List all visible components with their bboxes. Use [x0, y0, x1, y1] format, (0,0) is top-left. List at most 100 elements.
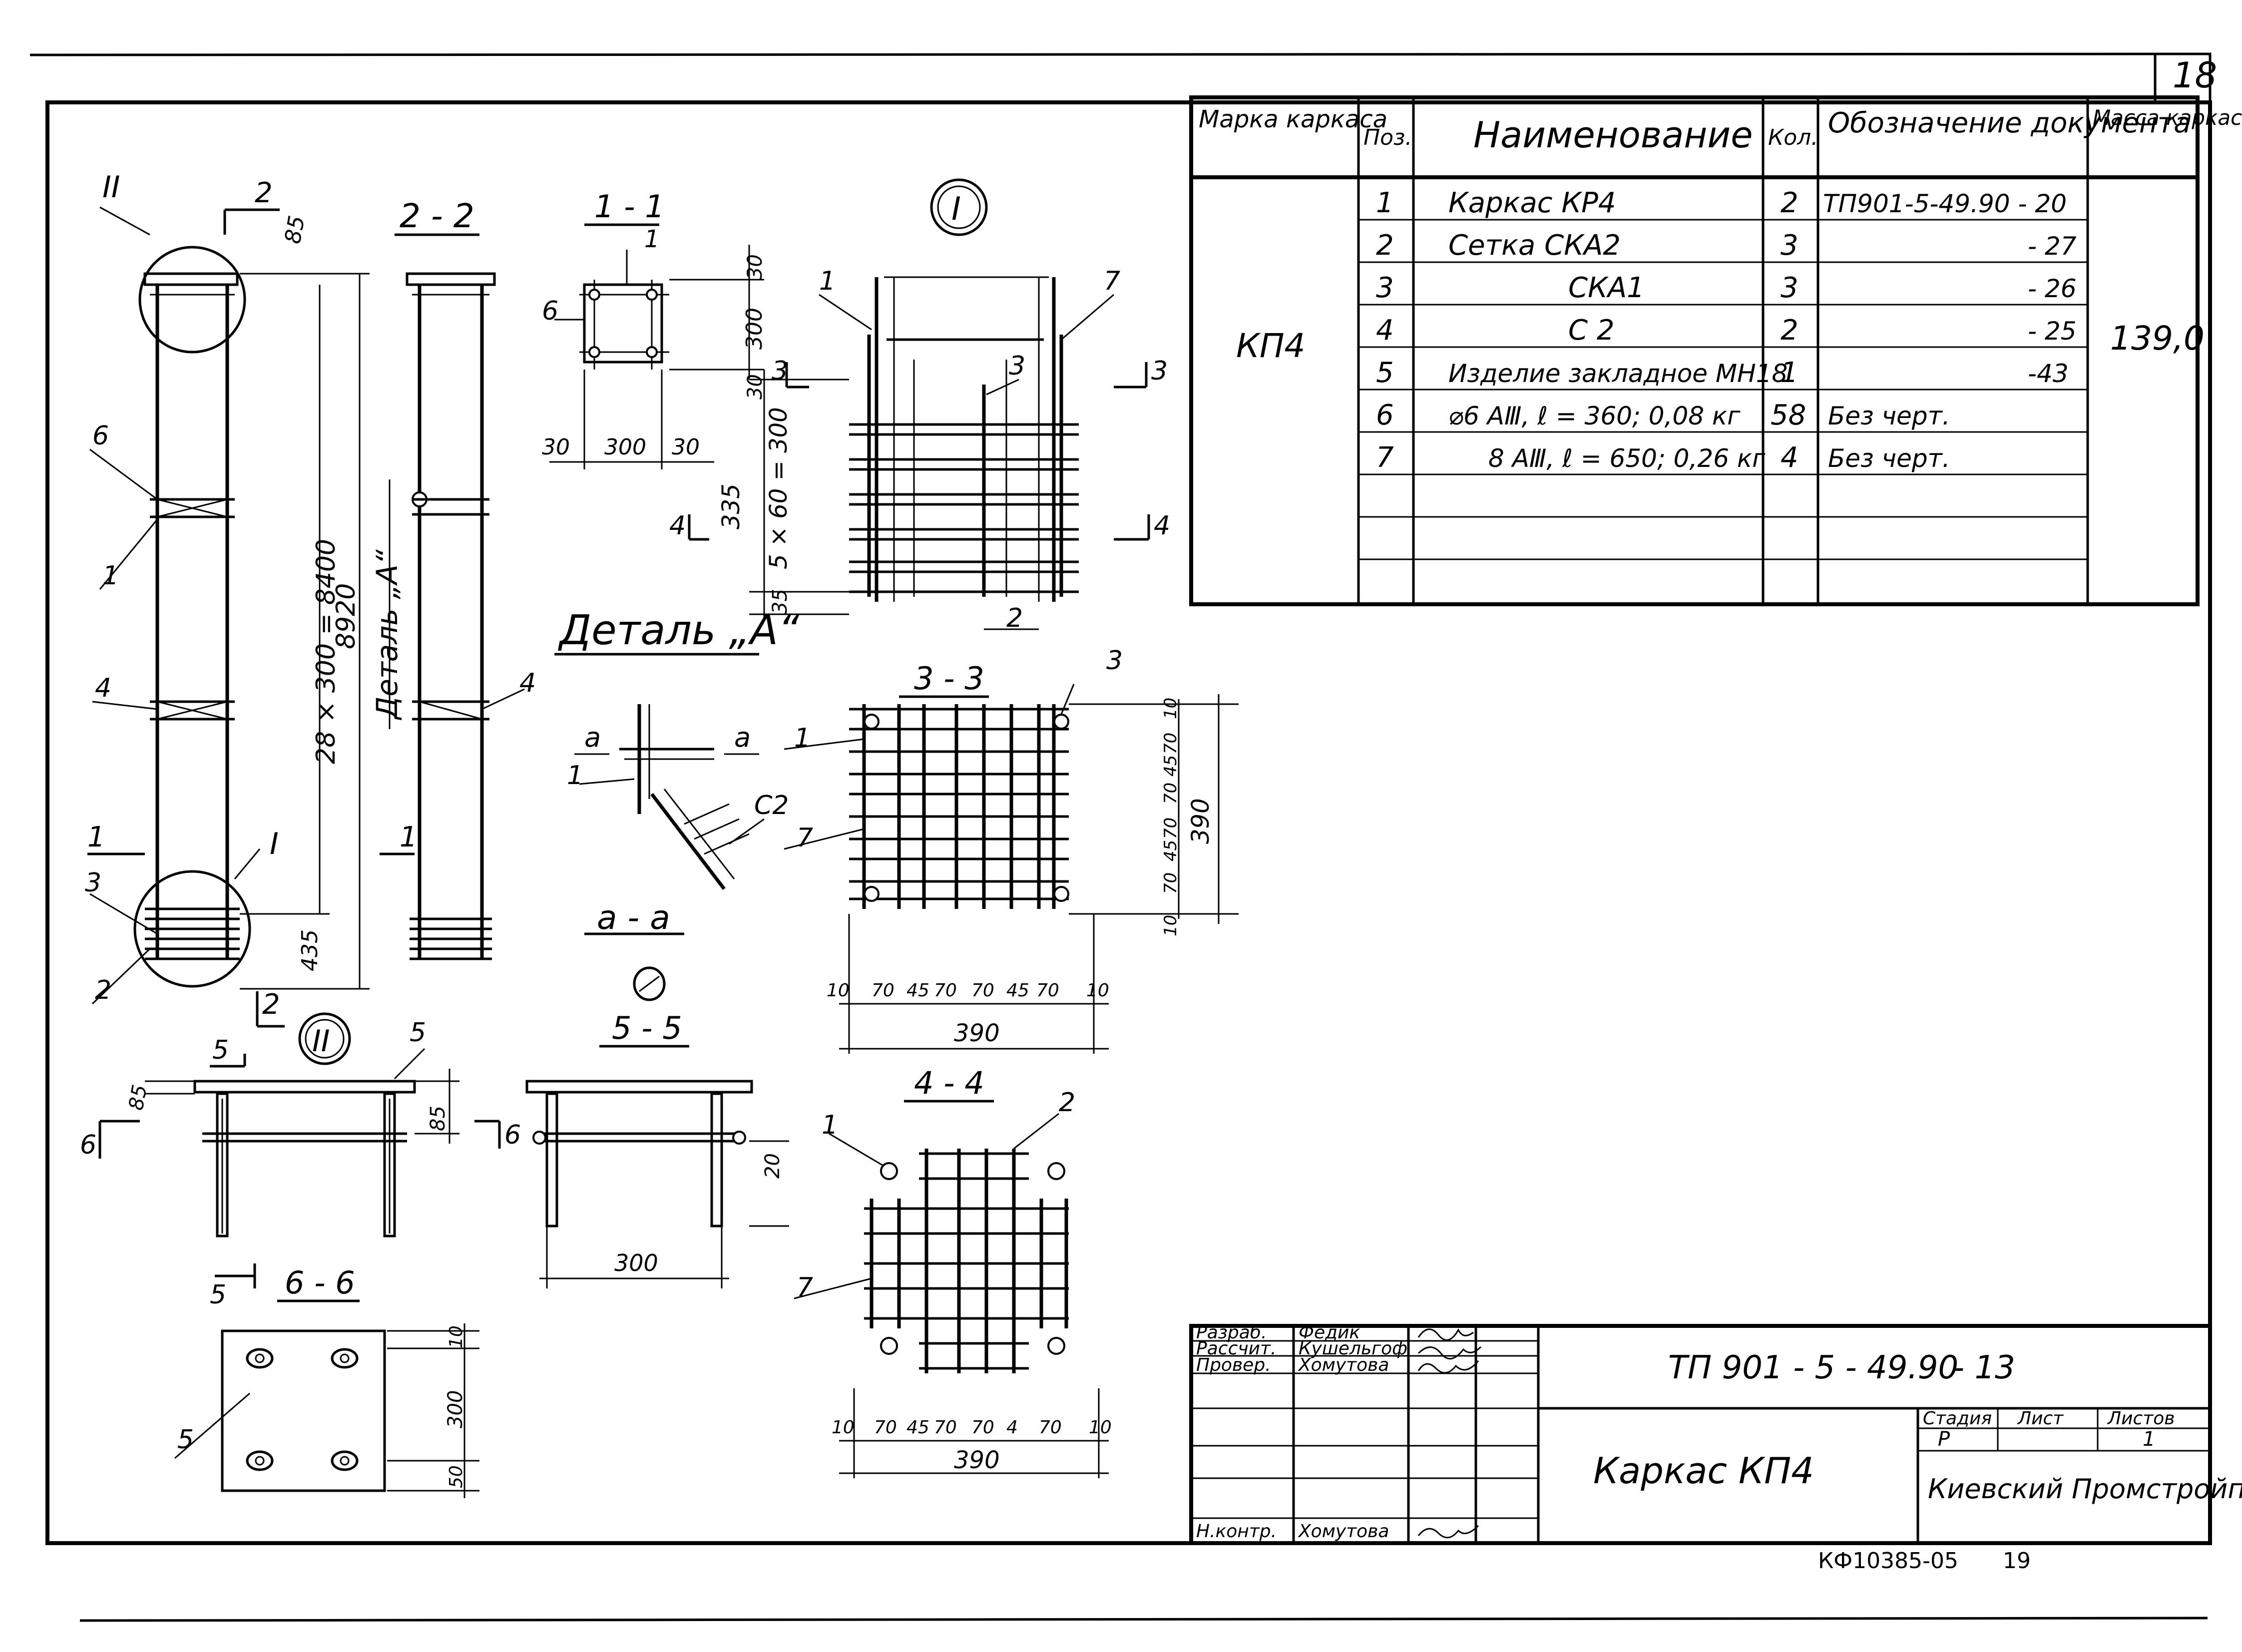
leader-1: 1: [102, 561, 119, 591]
sec44-leader-7: 7: [797, 1272, 813, 1302]
sec44-h-4: 4: [1006, 1417, 1018, 1438]
svg-text:7: 7: [1376, 441, 1394, 474]
section-4-4: 4 - 4 1 2 7 10 70 45 70: [794, 1065, 1112, 1478]
node-i-leader-7: 7: [1104, 266, 1120, 296]
table-row: 7 8 АⅢ, ℓ = 650; 0,26 кг 4 Без черт.: [1376, 441, 1950, 474]
svg-text:4: 4: [1376, 314, 1394, 347]
name-developer: Федик: [1299, 1322, 1360, 1343]
section-mark-4-left: 4: [669, 511, 686, 541]
sheets-label: Листов: [2107, 1408, 2175, 1429]
header-pos: Поз.: [1363, 125, 1412, 150]
section-mark-1-left: 1: [87, 821, 105, 853]
archive-page: 19: [2003, 1548, 2031, 1574]
node-ii-label: II: [102, 170, 120, 205]
sec11-dim-300-h: 300: [604, 434, 646, 460]
sec44-h-70-d: 70: [1039, 1417, 1062, 1438]
sec44-h-10-left: 10: [832, 1417, 855, 1438]
role-norm-control: Н.контр.: [1196, 1521, 1277, 1542]
svg-text:2: 2: [1376, 229, 1394, 262]
svg-text:-43: -43: [2028, 359, 2069, 388]
sec33-h-10-right: 10: [1086, 980, 1109, 1001]
sec11-dim-30-bottom: 30: [744, 374, 767, 400]
svg-text:6: 6: [1376, 399, 1394, 431]
sec33-leader-3: 3: [1106, 646, 1123, 676]
node-i-title: I: [951, 191, 961, 228]
sec11-leader-6: 6: [542, 296, 558, 326]
sec11-dim-30-top: 30: [744, 254, 767, 280]
svg-text:8 АⅢ, ℓ = 650; 0,26 кг: 8 АⅢ, ℓ = 650; 0,26 кг: [1488, 444, 1766, 473]
node-ii-title: II: [312, 1024, 330, 1059]
dim-8920: 8920: [331, 583, 361, 649]
sec33-dim-390-v: 390: [1187, 798, 1215, 844]
node-i-dim-335: 335: [717, 483, 745, 529]
detail-a-cut-left: а: [584, 722, 601, 753]
sec33-h-10-left: 10: [827, 980, 850, 1001]
sec11-dim-30-right: 30: [672, 434, 700, 460]
sec66-dim-300: 300: [444, 1390, 467, 1428]
svg-text:1: 1: [1781, 357, 1798, 389]
table-row: 1 Каркас КР4 2 ТП901-5-49.90 - 20: [1376, 187, 2067, 219]
section-a-a-title: а - а: [597, 898, 670, 937]
section-mark-1-right: 1: [400, 821, 418, 853]
page-number-box: [2154, 52, 2212, 104]
sec33-h-70-d: 70: [1036, 980, 1059, 1001]
node-i-leader-2: 2: [1006, 603, 1023, 633]
section-mark-2-top: 2: [255, 177, 273, 209]
bottom-trim-line: [79, 1617, 2208, 1622]
dim-435: 435: [297, 929, 323, 971]
top-trim-line: [29, 52, 2208, 56]
header-doc: Обозначение документа: [1828, 107, 2191, 139]
svg-text:2: 2: [1781, 314, 1798, 347]
leader-4-right: 4: [519, 668, 536, 698]
sec66-dim-10: 10: [446, 1325, 466, 1348]
sec33-dim-70-d: 70: [1161, 872, 1181, 894]
sec44-dim-390-h: 390: [954, 1446, 1000, 1474]
frame-mark: КП4: [1236, 327, 1305, 365]
svg-text:С 2: С 2: [1568, 314, 1615, 347]
sec11-leader-1: 1: [644, 225, 660, 253]
signature-developer: [1417, 1328, 1474, 1341]
svg-text:Без черт.: Без черт.: [1828, 402, 1950, 430]
section-mark-3-left: 3: [772, 356, 788, 386]
name-calculator: Кушельгоф: [1299, 1338, 1407, 1359]
svg-text:Без черт.: Без черт.: [1828, 444, 1950, 473]
section-4-4-title: 4 - 4: [914, 1065, 984, 1101]
table-row: 5 Изделие закладное МН18 1 -43: [1376, 357, 2069, 389]
section-mark-2-bottom: 2: [262, 988, 280, 1021]
section-6-6: 5 6 - 6 5 10 300 50: [174, 1263, 479, 1498]
role-developer: Разраб.: [1196, 1322, 1267, 1343]
leader-2: 2: [95, 975, 111, 1005]
svg-text:4: 4: [1781, 441, 1798, 474]
section-3-3: 3 - 3 1 7 3 390 10 70: [784, 646, 1239, 1054]
section-1-1-title: 1 - 1: [594, 188, 665, 225]
dim-28x300: 28 × 300 = 8400: [311, 539, 341, 764]
svg-text:Сетка СКА2: Сетка СКА2: [1448, 229, 1621, 262]
svg-text:3: 3: [1781, 229, 1798, 262]
spec-table: Марка каркаса Поз. Наименование Кол. Обо…: [1189, 95, 2242, 606]
section-6-6-title: 6 - 6: [285, 1264, 355, 1301]
doc-code: ТП 901 - 5 - 49.90: [1668, 1349, 1958, 1386]
node-ii-leader-5: 5: [410, 1018, 426, 1048]
sec33-dim-10-top: 10: [1161, 698, 1181, 719]
sec55-dim-300: 300: [614, 1249, 658, 1276]
sec33-h-45-a: 45: [906, 980, 929, 1001]
svg-text:- 25: - 25: [2028, 317, 2077, 346]
table-row: 6 ⌀6 АⅢ, ℓ = 360; 0,08 кг 58 Без черт.: [1376, 399, 1950, 431]
node-i-leader-3: 3: [1009, 351, 1025, 381]
section-1-1: 1 - 1 1 6 30 300 30 30 300 30: [542, 188, 767, 469]
detail-a: Деталь „А“ а а 1 С2 а - а: [554, 607, 800, 937]
sec33-dim-10-bottom: 10: [1161, 915, 1181, 936]
sec44-leader-2: 2: [1059, 1088, 1075, 1118]
svg-text:58: 58: [1771, 399, 1806, 431]
detail-a-title: Деталь „А“: [558, 607, 800, 654]
header-qty: Кол.: [1768, 125, 1818, 150]
sec33-dim-45-b: 45: [1161, 840, 1181, 861]
sec33-dim-70-b: 70: [1161, 783, 1181, 804]
svg-text:- 26: - 26: [2028, 274, 2077, 303]
node-ii-detail: II 85 85 5 5 6: [80, 1012, 459, 1238]
node-ii-dim-85-right: 85: [427, 1106, 449, 1131]
sec33-h-45-b: 45: [1006, 980, 1029, 1001]
sec33-leader-7: 7: [797, 823, 813, 853]
table-row: 2 Сетка СКА2 3 - 27: [1376, 229, 2077, 262]
